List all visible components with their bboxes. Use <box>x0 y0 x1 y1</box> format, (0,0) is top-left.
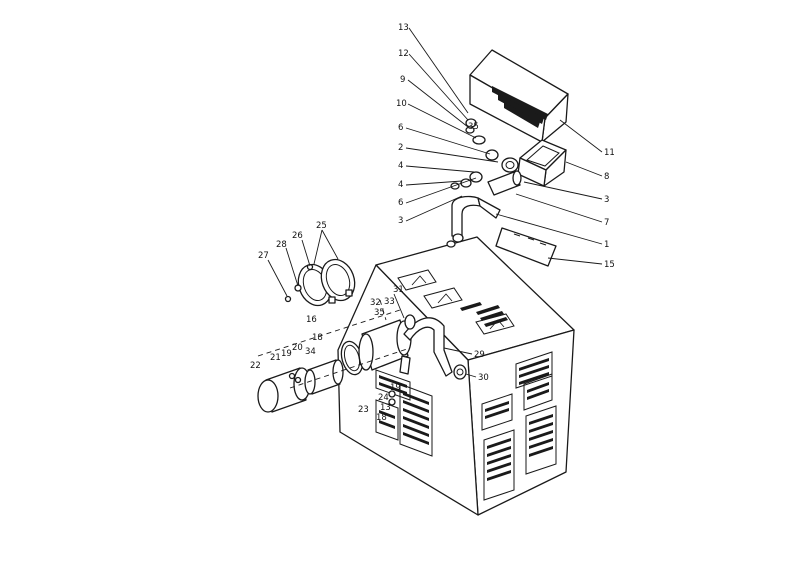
callout-label: 24 <box>378 393 389 403</box>
callout-label: 6 <box>398 123 403 133</box>
callout-label: 27 <box>258 251 269 261</box>
callout-label: 13 <box>380 403 391 413</box>
part-15-bracket <box>495 227 557 267</box>
callout-label: 28 <box>276 240 287 250</box>
right-face-louvers <box>481 351 557 501</box>
callout-label: 20 <box>292 343 303 353</box>
callout-label: 1 <box>604 240 609 250</box>
callout-label: 12 <box>398 49 409 59</box>
callout-label: 34 <box>305 347 316 357</box>
callout-label: 18 <box>312 333 323 343</box>
callout-label: 22 <box>250 361 261 371</box>
callout-label: 29 <box>474 350 485 360</box>
callout-label: 33 <box>384 297 395 307</box>
left-face-louvers <box>375 369 433 457</box>
callout-label: 8 <box>604 172 609 182</box>
callout-label: 7 <box>604 218 609 228</box>
top-vent-grille <box>460 302 508 327</box>
callout-label: 4 <box>398 161 403 171</box>
callout-label: 6 <box>398 198 403 208</box>
callout-label: 35 <box>374 308 385 318</box>
callout-label: 18 <box>376 413 387 423</box>
callout-labels: 13 12 9 10 6 2 4 4 6 3 35 11 8 3 7 1 15 … <box>250 23 615 423</box>
callout-label: 9 <box>400 75 405 85</box>
callout-label: 23 <box>358 405 369 415</box>
callout-label: 11 <box>604 148 615 158</box>
fittings-stack <box>446 118 522 248</box>
callout-label: 13 <box>398 23 409 33</box>
callout-label: 3 <box>398 216 403 226</box>
callout-label: 4 <box>398 180 403 190</box>
callout-label: 26 <box>292 231 303 241</box>
housing-8 <box>517 139 567 187</box>
leader-lines <box>267 27 603 378</box>
callout-label: 30 <box>478 373 489 383</box>
callout-label: 32 <box>370 298 381 308</box>
callout-label: 15 <box>604 260 615 270</box>
callout-label: 25 <box>316 221 327 231</box>
assembly-lines <box>257 299 411 389</box>
clamps-25 <box>284 258 356 307</box>
callout-label: 3 <box>604 195 609 205</box>
callout-label: 19 <box>281 349 292 359</box>
callout-label: 19 <box>390 383 401 393</box>
housing-11 <box>469 49 569 143</box>
callout-label: 16 <box>306 315 317 325</box>
callout-label: 35 <box>468 122 479 132</box>
callout-label: 10 <box>396 99 407 109</box>
callout-label: 31 <box>393 285 404 295</box>
callout-label: 2 <box>398 143 403 153</box>
filter-assembly <box>257 314 467 413</box>
callout-label: 21 <box>270 353 281 363</box>
main-cabinet <box>337 236 575 516</box>
